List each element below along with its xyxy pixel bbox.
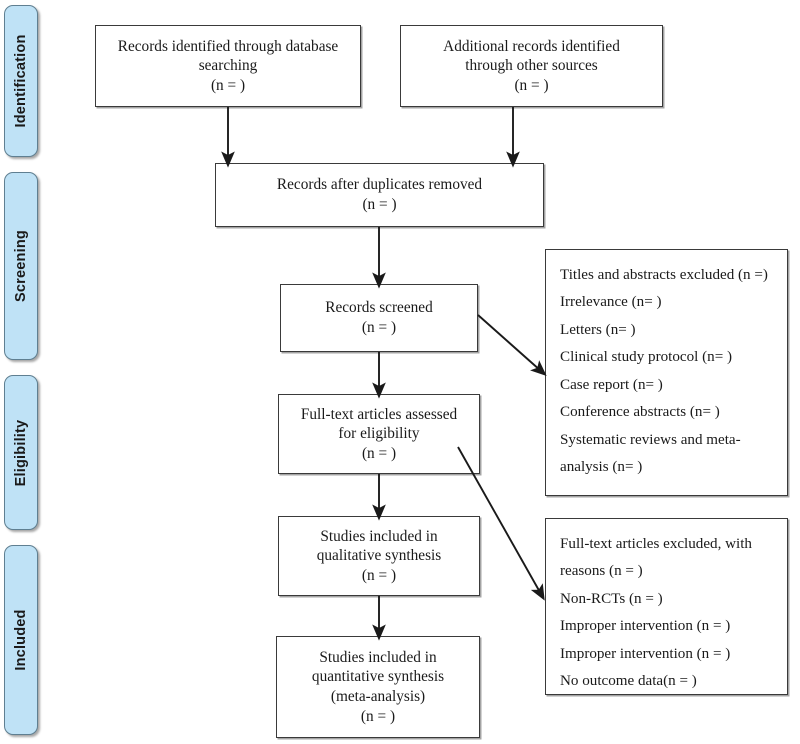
box-fulltext-excluded: Full-text articles excluded, with reason… [545,518,788,695]
box-fulltext-excluded-text: Full-text articles excluded, with reason… [560,536,752,690]
stage-label-identification: Identification [13,34,29,128]
arrow-screened-to-titles-excluded [477,314,547,377]
stage-badge-included: Included [4,545,38,735]
box-qualitative-synthesis-text: Studies included in qualitative synthesi… [316,527,442,584]
box-fulltext-assessed-text: Full-text articles assessed for eligibil… [300,405,458,462]
box-titles-abstracts-excluded-text: Titles and abstracts excluded (n =) Irre… [560,267,768,476]
stage-badge-identification: Identification [4,5,38,157]
box-quantitative-synthesis-text: Studies included in quantitative synthes… [311,648,445,725]
stage-label-eligibility: Eligibility [13,419,29,486]
box-qualitative-synthesis: Studies included in qualitative synthesi… [278,516,480,596]
box-records-screened: Records screened (n = ) [280,284,478,352]
box-records-screened-text: Records screened (n = ) [325,299,433,336]
box-titles-abstracts-excluded: Titles and abstracts excluded (n =) Irre… [545,249,788,496]
stage-label-screening: Screening [13,230,29,302]
box-records-identified: Records identified through database sear… [95,25,361,107]
box-duplicates-removed: Records after duplicates removed (n = ) [215,163,544,227]
box-additional-records-text: Additional records identified through ot… [443,37,620,94]
box-records-identified-text: Records identified through database sear… [117,37,339,94]
box-fulltext-assessed: Full-text articles assessed for eligibil… [278,394,480,474]
stage-label-included: Included [13,609,29,671]
box-duplicates-removed-text: Records after duplicates removed (n = ) [276,176,483,213]
stage-badge-screening: Screening [4,172,38,360]
stage-badge-eligibility: Eligibility [4,375,38,530]
box-additional-records: Additional records identified through ot… [400,25,663,107]
box-quantitative-synthesis: Studies included in quantitative synthes… [276,636,480,738]
